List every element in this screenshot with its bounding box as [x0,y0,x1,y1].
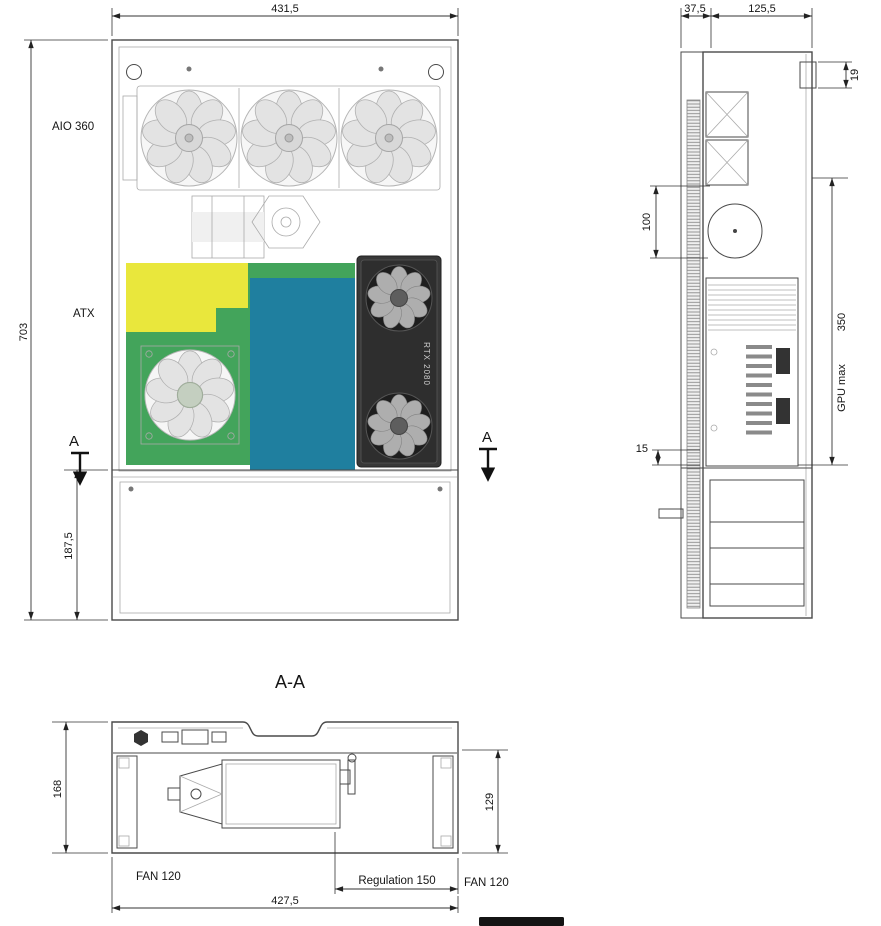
dim-front-psu-height: 187,5 [63,469,108,620]
radiator-fan-1 [139,89,239,188]
motherboard-area: RTX 2080 [126,255,442,470]
aio-radiator [122,85,441,191]
section-pump [167,763,223,825]
gpu-model-text: RTX 2080 [422,342,431,386]
mobo-teal-zone [250,278,355,470]
section-title: A-A [275,672,305,692]
radiator-fan-3 [339,89,439,188]
dim-side-pump-offset-text: 100 [641,213,653,231]
side-top-bracket [799,61,817,89]
section-fitting [339,753,357,795]
dim-side-top-bracket: 19 [818,61,861,89]
bottom-dark-bar [479,917,564,926]
dim-section-inner-height-text: 129 [484,793,496,811]
dim-front-psu-text: 187,5 [63,532,75,560]
side-top-fans [705,91,749,186]
side-case-body [702,51,813,619]
dim-front-height-text: 703 [18,323,30,341]
dim-front-width-text: 431,5 [271,3,299,15]
screw-dot [186,66,192,72]
section-letter-right: A [482,429,492,446]
dim-side-bottom-gap-text: 15 [636,443,648,455]
pump-block [188,195,321,270]
dim-side-top-bracket-text: 19 [849,69,861,81]
section-marker-left: A [69,433,89,486]
aio-label: AIO 360 [52,121,94,133]
side-view: 37,5 125,5 19 100 350 GPU max 15 [636,3,861,619]
dim-front-width: 431,5 [111,3,459,36]
fan-label-right: FAN 120 [464,877,509,889]
gpu-fan-2 [365,392,433,460]
radiator-fan-2 [239,89,339,188]
fan-label-left: FAN 120 [136,871,181,883]
section-top-details [134,729,227,746]
regulation-label: Regulation 150 [358,875,435,887]
gpu-fan-1 [365,264,433,332]
front-view: RTX 2080 431,5 703 187,5 AIO 360 ATX A A [18,3,497,621]
front-case-outline [111,39,459,621]
section-outline [111,721,459,854]
dim-section-width: 427,5 [111,857,459,913]
section-psu [221,759,341,829]
section-letter-left: A [69,433,79,450]
gpu-card: RTX 2080 [356,255,442,468]
thumbscrew-left [126,64,142,80]
atx-label: ATX [73,308,95,320]
side-psu [681,467,812,607]
dim-side-body-depth: 125,5 [711,3,813,48]
screw-dot [378,66,384,72]
section-fan-bracket-right [432,755,454,849]
dim-side-front-depth: 37,5 [680,3,712,48]
dim-section-width-text: 427,5 [271,895,299,907]
dim-side-front-depth-text: 37,5 [684,3,705,15]
side-pump-circle [707,203,763,259]
dim-side-body-depth-text: 125,5 [748,3,776,15]
section-fan-bracket-left [116,755,138,849]
dim-side-gpu-length-text: 350 [836,313,848,331]
chassis-fan-120 [140,345,240,445]
section-marker-right: A [479,429,497,482]
dim-section-height: 168 [52,721,108,854]
side-gpu-block [705,277,799,467]
psu-compartment [112,469,458,614]
dim-side-pump-offset: 100 [641,185,710,259]
dim-side-bottom-gap: 15 [636,443,700,466]
dim-front-height: 703 [18,39,108,621]
mobo-yellow-zone [126,263,248,332]
section-view: A-A 168 [52,672,509,913]
front-main-compartment [118,46,452,472]
side-front-mesh [686,99,701,609]
dim-side-gpu-length: 350 GPU max [798,177,848,466]
thumbscrew-right [428,64,444,80]
dim-regulation: Regulation 150 [334,832,459,894]
gpu-max-label: GPU max [836,364,848,412]
dim-section-inner-height: 129 [462,749,508,854]
side-left-tab [658,508,684,519]
dim-section-height-text: 168 [52,780,64,798]
